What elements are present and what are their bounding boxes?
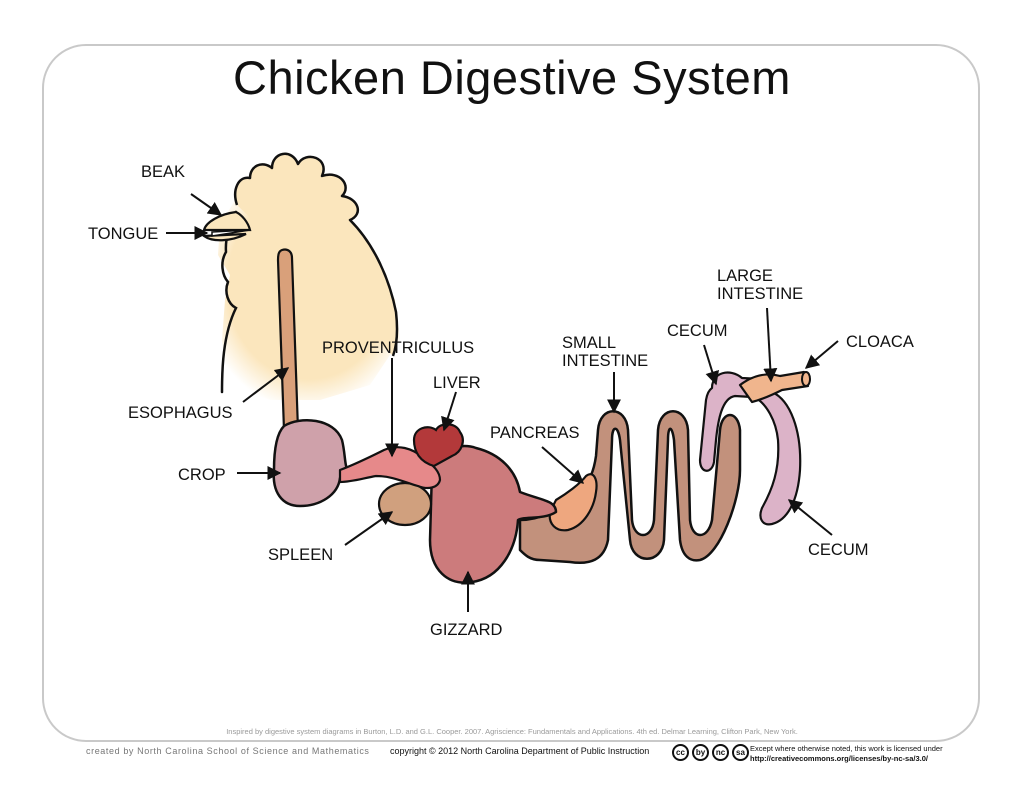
- arrow-liver: [441, 391, 457, 432]
- by-icon: by: [692, 744, 709, 761]
- gizzard-shape: [428, 444, 558, 584]
- face-outline: [220, 210, 238, 394]
- label-large-intestine-line1: LARGE: [717, 267, 773, 285]
- arrow-spleen: [344, 511, 394, 546]
- arrow-pancreas: [541, 446, 585, 484]
- cc-icon: cc: [672, 744, 689, 761]
- copyright: copyright © 2012 North Carolina Departme…: [390, 746, 650, 756]
- arrow-large-intestine: [763, 307, 778, 383]
- license-text: Except where otherwise noted, this work …: [750, 744, 943, 764]
- label-spleen: SPLEEN: [268, 546, 333, 564]
- arrow-cecum-top: [703, 344, 719, 386]
- label-gizzard: GIZZARD: [430, 621, 502, 639]
- label-large-intestine-line2: INTESTINE: [717, 285, 803, 303]
- arrow-esophagus: [242, 367, 290, 403]
- label-tongue: TONGUE: [88, 225, 158, 243]
- arrow-beak: [190, 193, 223, 216]
- nc-icon: nc: [712, 744, 729, 761]
- source-credit: Inspired by digestive system diagrams in…: [226, 727, 798, 736]
- proventriculus-shape: [338, 446, 442, 490]
- arrow-cloaca: [804, 340, 839, 369]
- page-title: Chicken Digestive System: [233, 51, 791, 104]
- created-by: created by North Carolina School of Scie…: [86, 746, 370, 756]
- license-url[interactable]: http://creativecommons.org/licenses/by-n…: [750, 754, 928, 763]
- label-esophagus: ESOPHAGUS: [128, 404, 233, 422]
- comb-outline: [233, 152, 399, 357]
- arrow-cecum-bottom: [787, 499, 833, 536]
- license-line: Except where otherwise noted, this work …: [750, 744, 943, 753]
- label-liver: LIVER: [433, 374, 481, 392]
- spleen-shape: [377, 481, 433, 527]
- label-cloaca: CLOACA: [846, 333, 914, 351]
- tongue-shape: [211, 229, 251, 237]
- crop-shape: [272, 419, 352, 508]
- label-beak: BEAK: [141, 163, 185, 181]
- cloaca-opening: [801, 371, 811, 387]
- diagram-frame: [42, 44, 980, 742]
- sa-icon: sa: [732, 744, 749, 761]
- cecum-lower: [754, 390, 802, 526]
- label-cecum-bottom: CECUM: [808, 541, 869, 559]
- label-pancreas: PANCREAS: [490, 424, 580, 442]
- label-crop: CROP: [178, 466, 226, 484]
- label-proventriculus: PROVENTRICULUS: [322, 339, 474, 357]
- label-small-intestine-line2: INTESTINE: [562, 352, 648, 370]
- liver-shape: [412, 423, 464, 468]
- label-cecum-top: CECUM: [667, 322, 728, 340]
- cc-license-icons[interactable]: cc by nc sa: [672, 744, 749, 764]
- label-small-intestine-line1: SMALL: [562, 334, 616, 352]
